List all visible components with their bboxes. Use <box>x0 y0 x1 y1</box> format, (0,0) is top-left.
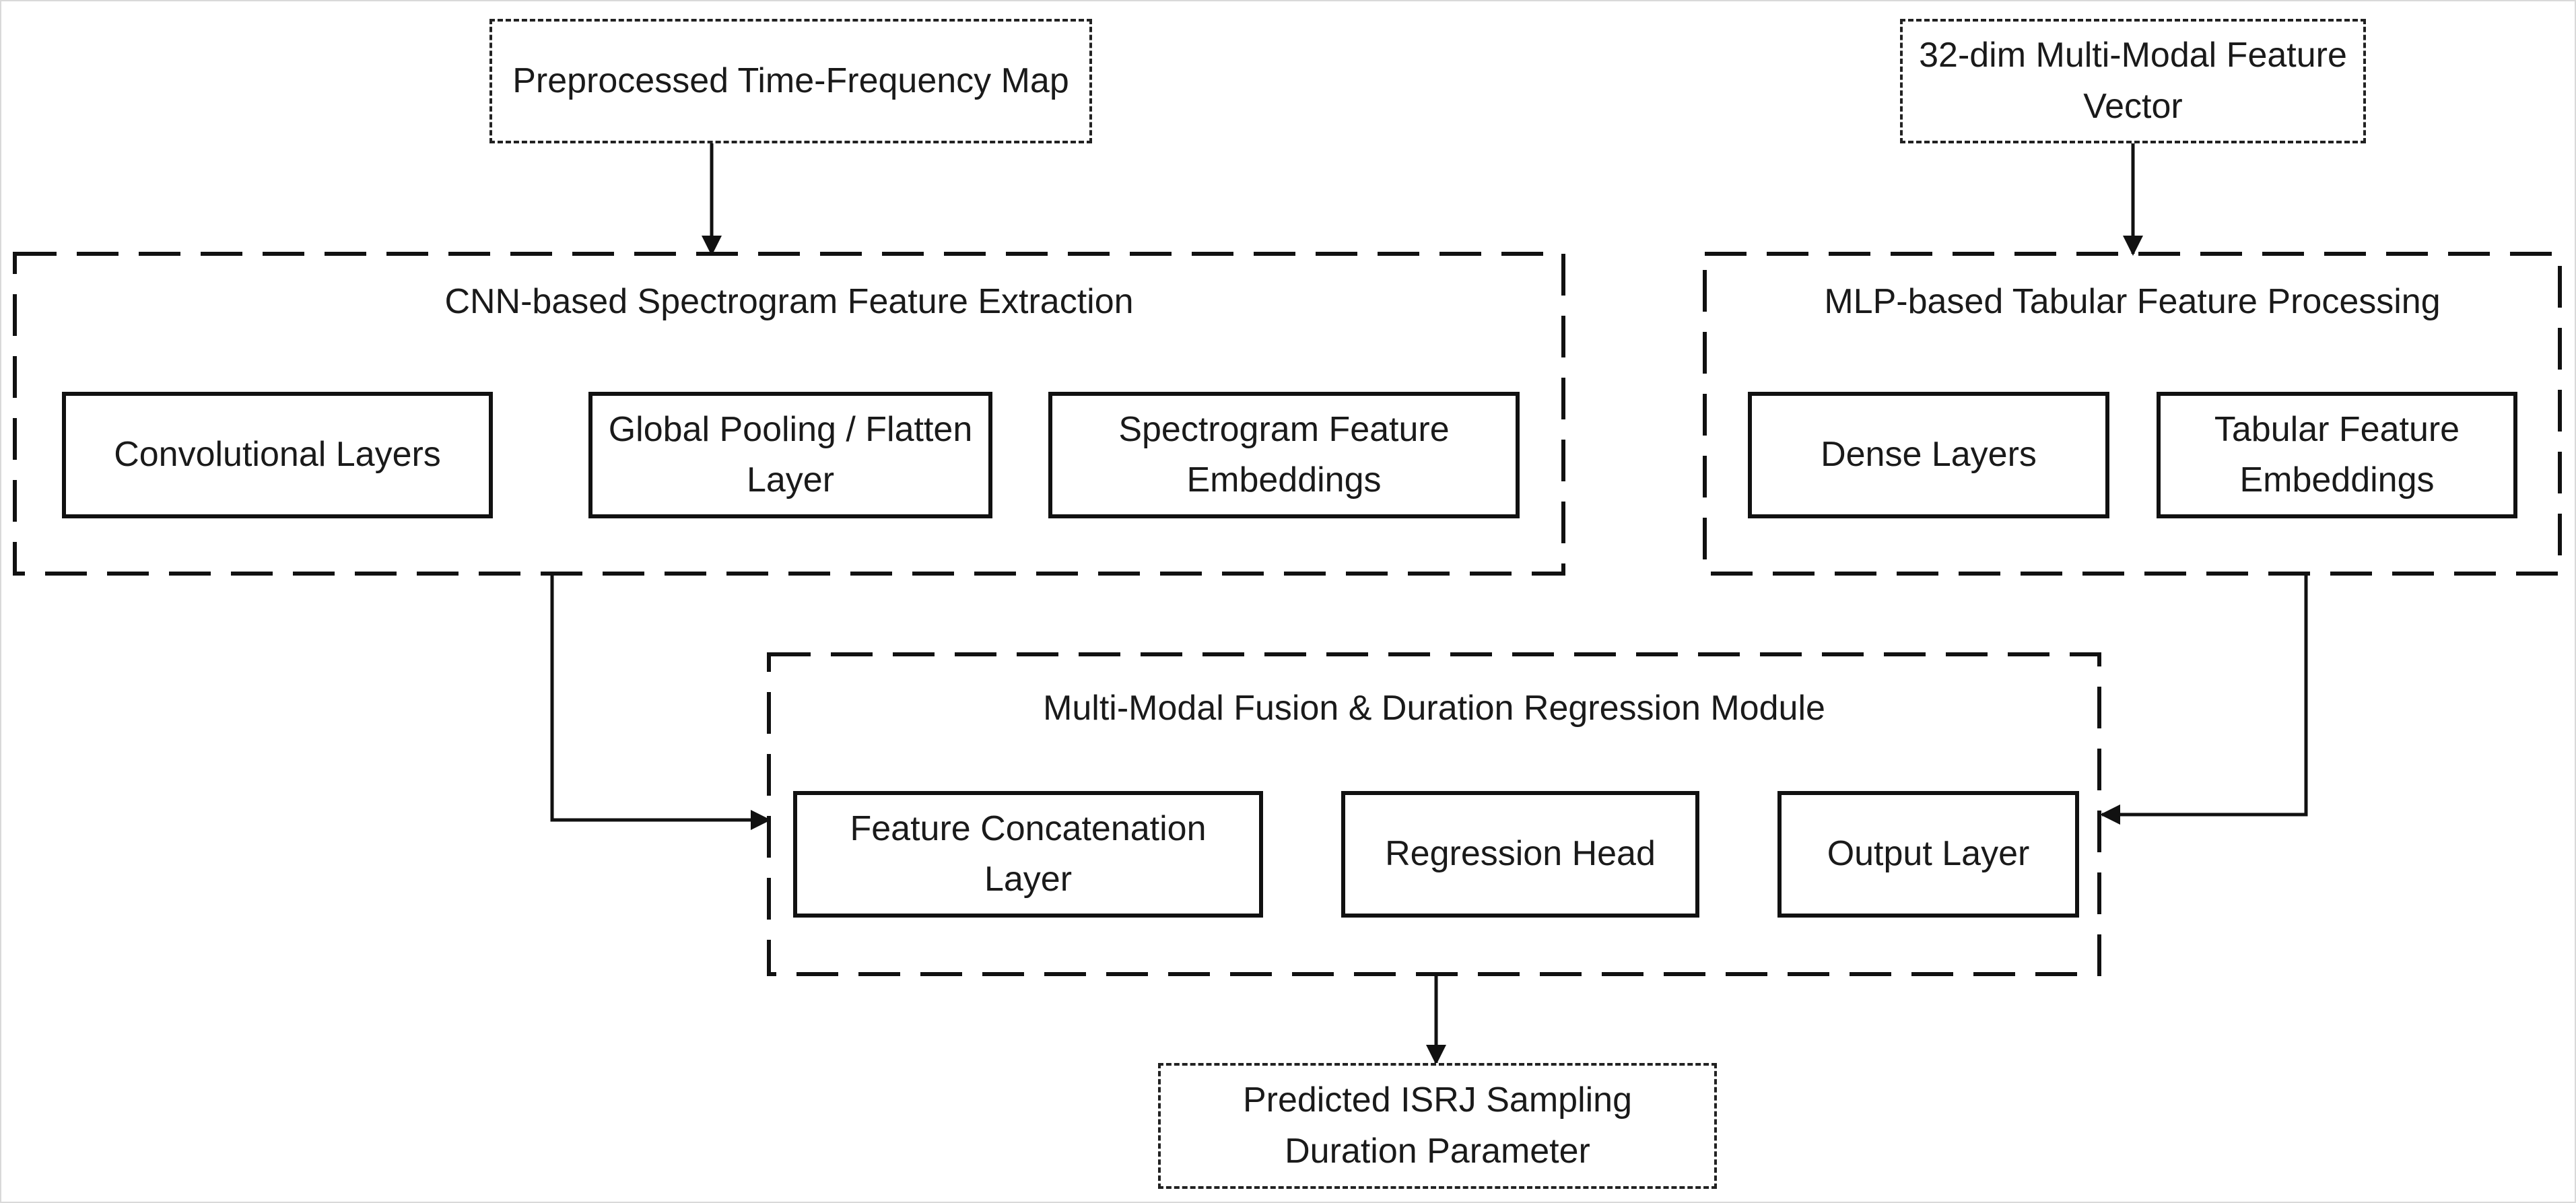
mlp-block-label: Dense Layers <box>1821 435 2037 475</box>
cnn-block-label: Global Pooling / Flatten Layer <box>608 409 973 500</box>
fusion-block-label: Regression Head <box>1385 834 1656 874</box>
input-tabular-node: 32-dim Multi-Modal Feature Vector <box>1900 19 2366 143</box>
arrow-mlp-to-fusion <box>2100 574 2308 825</box>
mlp-group-title: MLP-based Tabular Feature Processing <box>1824 282 2441 321</box>
fusion-block-regression-head: Regression Head <box>1341 791 1699 918</box>
output-prediction-node: Predicted ISRJ Sampling Duration Paramet… <box>1158 1063 1717 1189</box>
fusion-block-concatenation: Feature Concatenation Layer <box>793 791 1263 918</box>
cnn-group-title: CNN-based Spectrogram Feature Extraction <box>444 282 1134 321</box>
cnn-block-embeddings: Spectrogram Feature Embeddings <box>1048 392 1520 518</box>
cnn-block-label: Spectrogram Feature Embeddings <box>1118 409 1450 500</box>
cnn-block-pooling: Global Pooling / Flatten Layer <box>588 392 992 518</box>
input-tabular-label: 32-dim Multi-Modal Feature Vector <box>1919 36 2347 126</box>
mlp-block-embeddings: Tabular Feature Embeddings <box>2157 392 2517 518</box>
fusion-group-title: Multi-Modal Fusion & Duration Regression… <box>1043 689 1825 728</box>
output-prediction-label: Predicted ISRJ Sampling Duration Paramet… <box>1242 1080 1633 1171</box>
cnn-block-convolutional: Convolutional Layers <box>62 392 493 518</box>
fusion-group-frame <box>767 652 2101 976</box>
cnn-block-label: Convolutional Layers <box>114 435 441 475</box>
mlp-block-label: Tabular Feature Embeddings <box>2214 409 2460 500</box>
arrow-cnn-to-fusion <box>550 574 771 830</box>
fusion-block-output-layer: Output Layer <box>1777 791 2079 918</box>
cnn-group-frame <box>13 252 1565 576</box>
input-spectrogram-node: Preprocessed Time-Frequency Map <box>489 19 1092 143</box>
fusion-block-label: Output Layer <box>1827 834 2030 874</box>
mlp-block-dense: Dense Layers <box>1748 392 2109 518</box>
mlp-group-frame <box>1703 252 2562 576</box>
input-spectrogram-label: Preprocessed Time-Frequency Map <box>512 61 1069 100</box>
fusion-block-label: Feature Concatenation Layer <box>850 809 1207 899</box>
